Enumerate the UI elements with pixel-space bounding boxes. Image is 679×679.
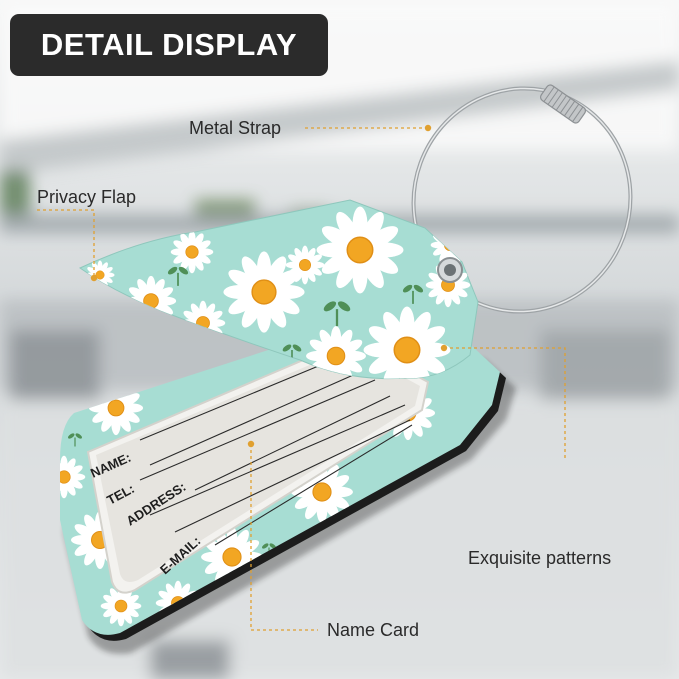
privacy-flap[interactable] <box>79 199 488 394</box>
callout-exquisite-patterns: Exquisite patterns <box>468 548 612 568</box>
callout-metal-strap: Metal Strap <box>189 118 282 138</box>
banner-title: DETAIL DISPLAY <box>40 27 298 62</box>
detail-display-banner: DETAIL DISPLAY <box>10 14 328 76</box>
callout-leaders <box>37 127 566 631</box>
callout-name-card: Name Card <box>327 620 420 640</box>
grommet-icon <box>437 257 463 283</box>
callout-dots <box>90 124 448 448</box>
name-card: NAME: TEL: ADDRESS: E-MAIL: <box>86 338 430 594</box>
metal-ring-icon <box>411 84 633 314</box>
callout-privacy-flap: Privacy Flap <box>37 187 137 207</box>
